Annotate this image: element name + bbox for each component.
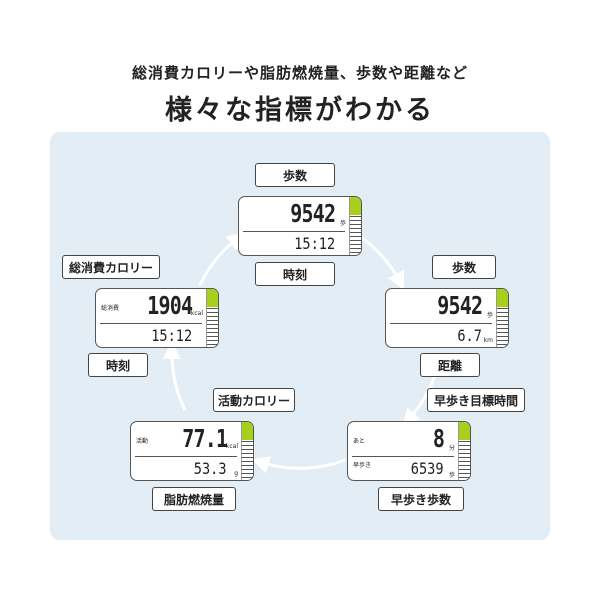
level-bar: [206, 289, 218, 347]
callout-bottom: 距離: [420, 353, 480, 377]
callout-bottom: 時刻: [255, 262, 335, 286]
sub-unit: 歩: [448, 472, 455, 479]
callout-top: 歩数: [432, 255, 496, 279]
level-bar-active: [459, 422, 470, 440]
level-bar-active: [350, 197, 361, 215]
level-bar: [349, 197, 361, 255]
display-label-top: 総消費: [101, 305, 120, 312]
arrow-top-right: [361, 236, 405, 290]
display-label-top: 活動: [136, 438, 149, 445]
main-value: 9542: [290, 199, 336, 228]
display-divider: [100, 323, 202, 324]
callout-bottom: 時刻: [88, 353, 148, 377]
main-value: 8: [432, 424, 445, 453]
main-value: 1904: [147, 291, 193, 320]
callout-top: 歩数: [255, 163, 335, 187]
arrow-bottom: [251, 456, 346, 474]
level-bar-active: [497, 289, 508, 307]
sub-value: 6.7: [457, 326, 482, 345]
main-unit: 歩: [486, 312, 493, 319]
level-bar: [496, 289, 508, 347]
level-bar-active: [207, 289, 218, 307]
level-bar: [458, 422, 470, 480]
main-unit: 分: [448, 445, 455, 452]
main-value: 77.1: [182, 424, 228, 453]
display-divider: [243, 231, 345, 232]
callout-top: 早歩き目標時間: [427, 388, 525, 412]
sub-value: 53.3: [194, 459, 227, 478]
display-divider: [135, 456, 237, 457]
main-unit: kcal: [190, 310, 203, 317]
sub-value: 15:12: [294, 234, 335, 253]
level-bar: [241, 422, 253, 480]
sub-value: 15:12: [151, 326, 192, 345]
callout-top: 総消費カロリー: [62, 255, 160, 279]
sub-unit: g: [234, 470, 238, 477]
arrow-left-top: [198, 232, 246, 286]
main-value: 9542: [437, 291, 483, 320]
arrow-left-up: [162, 341, 187, 411]
display-label-bottom: 早歩き: [353, 462, 372, 469]
display-divider: [352, 456, 454, 457]
callout-top: 活動カロリー: [213, 388, 295, 412]
page-title: 様々な指標がわかる: [165, 95, 435, 126]
sub-value: 6539: [411, 459, 444, 478]
main-unit: 歩: [339, 220, 346, 227]
subtitle: 総消費カロリーや脂肪燃焼量、歩数や距離など: [131, 64, 468, 82]
display-label-top: あと: [353, 438, 366, 445]
display-divider: [390, 323, 492, 324]
callout-bottom: 早歩き歩数: [378, 487, 464, 511]
callout-bottom: 脂肪燃焼量: [152, 487, 236, 511]
level-bar-active: [242, 422, 253, 440]
sub-unit: km: [483, 337, 493, 344]
main-unit: kcal: [225, 443, 238, 450]
